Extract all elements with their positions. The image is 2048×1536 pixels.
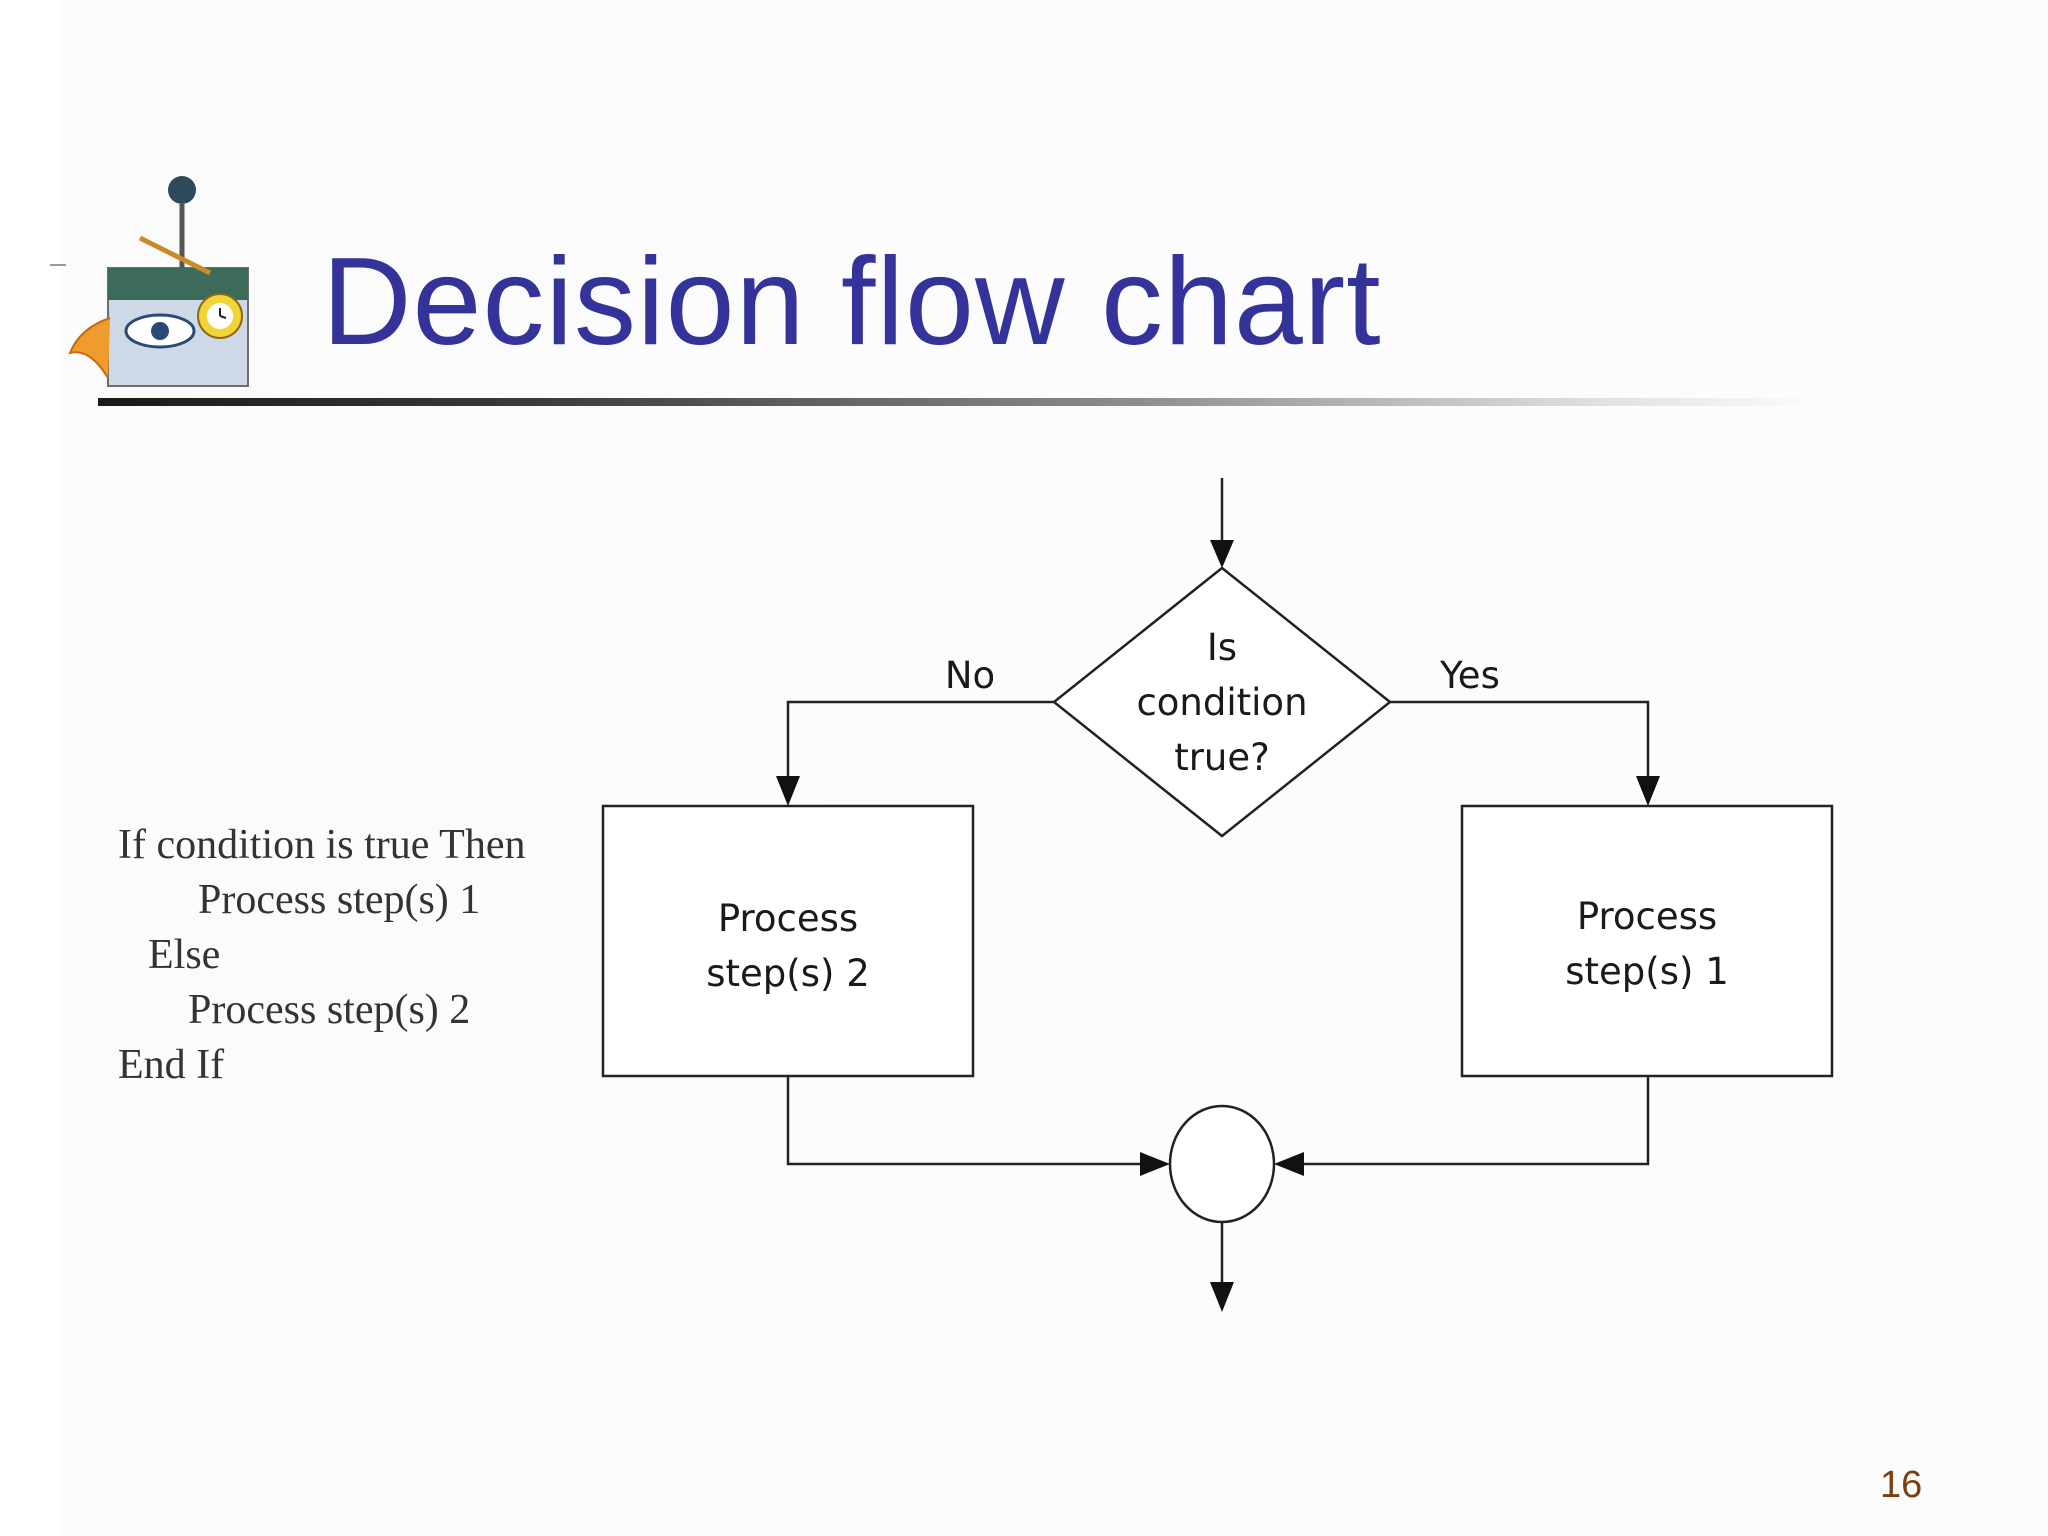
decision-diamond: [1051, 566, 1393, 838]
arrowhead-entry: [1210, 540, 1234, 568]
no-branch-connector: [786, 700, 1054, 802]
left-box-label: step(s) 2: [706, 952, 869, 995]
right-box-label: step(s) 1: [1565, 950, 1728, 993]
merge-connector-circle: [1168, 1104, 1276, 1224]
decision-label: true?: [1174, 736, 1270, 779]
pseudocode-line: End If: [118, 1042, 225, 1088]
arrowhead-right-box: [1636, 776, 1660, 806]
left-merge-connector: [786, 1076, 1160, 1166]
no-label: No: [945, 654, 995, 697]
arrowhead-merge-right: [1274, 1152, 1304, 1176]
clipart-logo-icon: [50, 176, 249, 387]
right-merge-connector: [1284, 1076, 1650, 1166]
pseudocode-line: If condition is true Then: [118, 822, 526, 868]
decision-label: condition: [1136, 681, 1307, 724]
pseudocode-line: Process step(s) 2: [188, 987, 471, 1033]
slide-title: Decision flow chart: [322, 233, 1382, 371]
pseudocode-line: Process step(s) 1: [198, 877, 481, 923]
process-box-left: [601, 804, 975, 1078]
left-box-label: Process: [718, 897, 858, 940]
right-box-label: Process: [1577, 895, 1717, 938]
decision-label: Is: [1207, 626, 1237, 669]
pseudocode-line: Else: [148, 932, 221, 978]
arrowhead-exit: [1210, 1282, 1234, 1312]
process-box-right: [1460, 804, 1834, 1078]
yes-label: Yes: [1439, 654, 1500, 697]
pseudocode-block: If condition is true Then Process step(s…: [118, 818, 525, 1093]
arrowhead-merge-left: [1140, 1152, 1170, 1176]
page-number: 16: [1880, 1464, 1923, 1506]
arrowhead-left-box: [776, 776, 800, 806]
yes-branch-connector: [1390, 700, 1650, 802]
title-divider: [98, 398, 1818, 406]
